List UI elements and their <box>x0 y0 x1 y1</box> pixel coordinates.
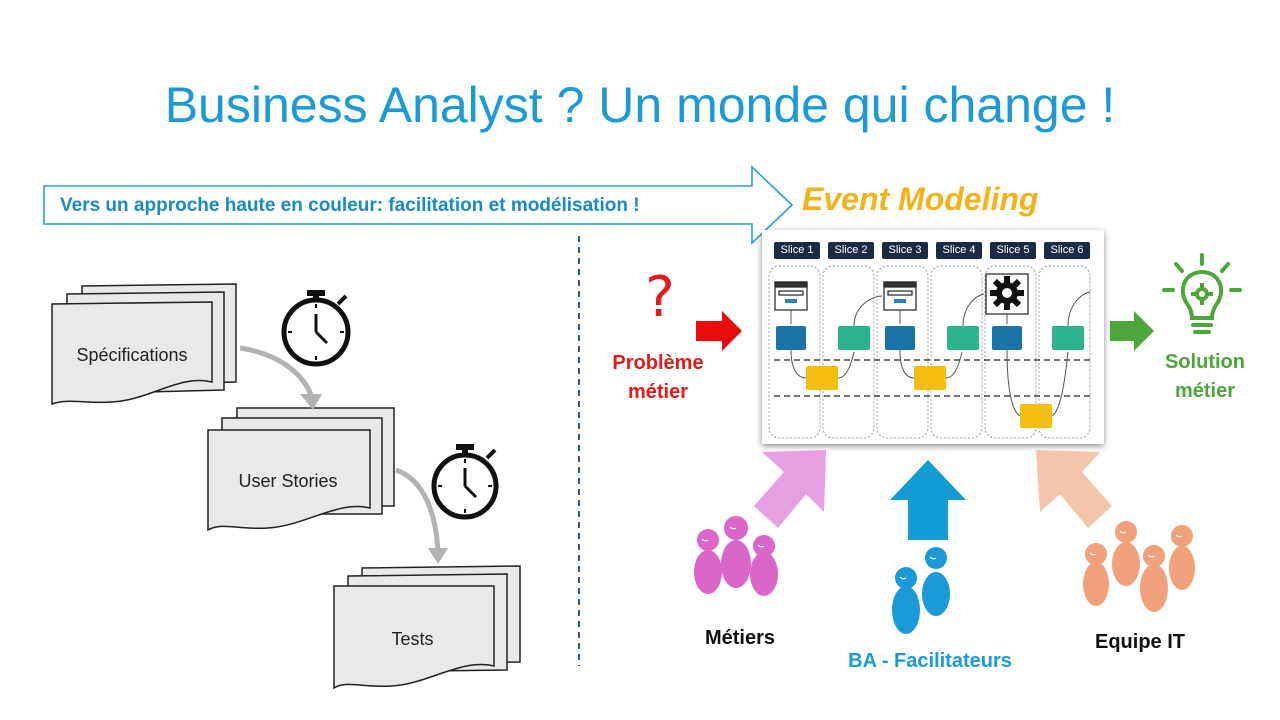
problem-label-line1: Problème <box>612 352 704 374</box>
slice-tab: Slice 5 <box>990 242 1036 259</box>
metiers-arrow <box>754 450 826 528</box>
stopwatch-icon <box>431 444 499 520</box>
tests-document-stack <box>333 565 521 690</box>
user-stories-document-stack <box>207 407 395 532</box>
ba-facilitateurs-label: BA - Facilitateurs <box>848 650 1012 672</box>
solution-label: Solution métier <box>1150 348 1260 406</box>
solution-label-line1: Solution <box>1165 351 1245 373</box>
user-stories-document-label: User Stories <box>238 471 338 491</box>
event-modeling-title: Event Modeling <box>802 181 1039 217</box>
problem-label-line2: métier <box>627 381 689 403</box>
actor-input-arrows <box>754 450 1112 540</box>
event-modeling-board: Slice 1 Slice 2 Slice 3 Slice 4 Slice 5 … <box>762 230 1104 444</box>
slice-tab: Slice 1 <box>774 242 820 259</box>
slice-tab: Slice 2 <box>828 242 874 259</box>
metiers-people-icon <box>694 516 778 596</box>
metiers-label: Métiers <box>704 627 776 649</box>
ba-people-icon <box>892 547 950 634</box>
page-title: Business Analyst ? Un monde qui change ! <box>164 77 1116 133</box>
slice-tab: Slice 4 <box>936 242 982 259</box>
slice-tab: Slice 3 <box>882 242 928 259</box>
problem-label: Problème métier <box>598 349 718 407</box>
solution-label-line2: métier <box>1174 380 1236 402</box>
slice-tab: Slice 6 <box>1044 242 1090 259</box>
tests-document-label: Tests <box>391 629 434 649</box>
banner-text: Vers un approche haute en couleur: facil… <box>60 195 640 216</box>
it-arrow <box>1036 450 1112 528</box>
spec-document-label: Spécifications <box>76 345 188 365</box>
board-diagram <box>768 265 1092 439</box>
question-mark-icon: ? <box>645 265 675 330</box>
it-people-icon <box>1083 521 1195 612</box>
divider-line <box>578 236 580 666</box>
stopwatch-icon <box>281 290 351 367</box>
document-flow <box>51 283 521 690</box>
gear-icon <box>990 276 1024 310</box>
lightbulb-icon <box>1162 253 1242 334</box>
equipe-it-label: Equipe IT <box>1095 631 1185 653</box>
spec-document-stack <box>51 283 237 406</box>
ba-arrow <box>890 460 966 540</box>
green-arrow-icon <box>1110 311 1154 351</box>
red-arrow-icon <box>696 311 742 351</box>
banner-arrow <box>43 165 794 245</box>
